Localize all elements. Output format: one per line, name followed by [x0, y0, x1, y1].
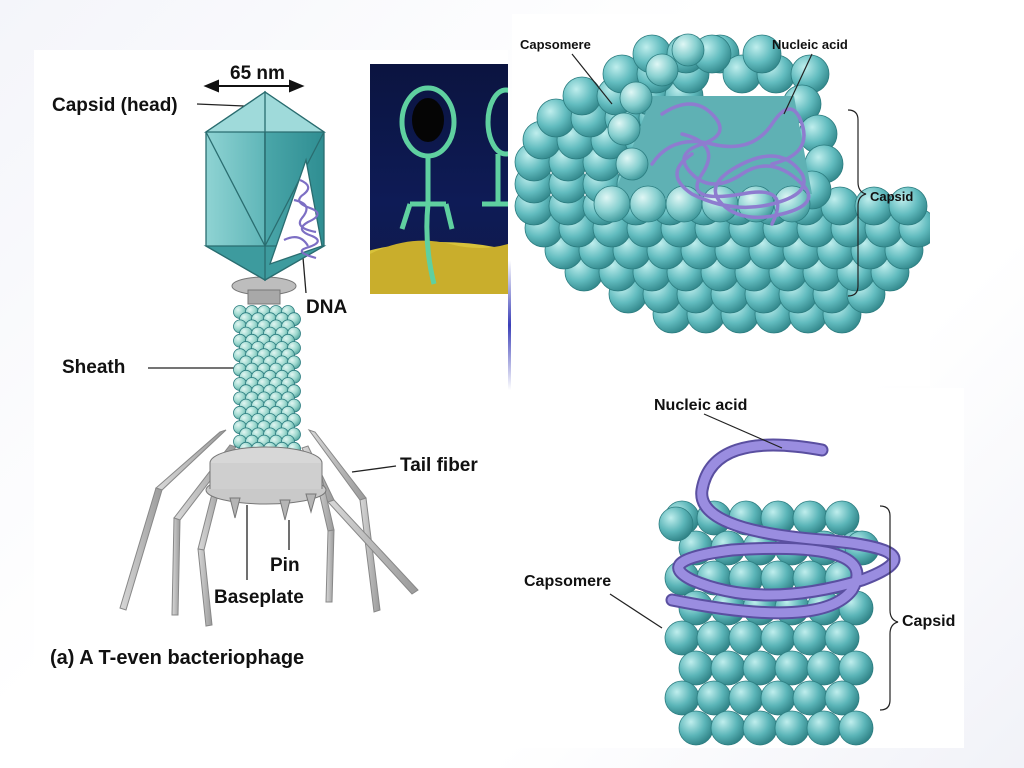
dimension-arrow — [203, 79, 305, 93]
polyhedral-nucleic-acid — [650, 102, 811, 226]
capsomere-label-top: Capsomere — [520, 37, 591, 52]
capsomere-sphere — [728, 680, 764, 716]
capsid-head — [203, 90, 327, 282]
capsomere-sphere — [664, 620, 700, 656]
capsomere-sphere — [806, 650, 842, 686]
slide-divider — [508, 260, 511, 390]
baseplate-pins — [229, 493, 317, 521]
capsomere-sphere — [888, 186, 928, 226]
polyhedral-capsid-illustration — [514, 33, 930, 334]
capsomere-sphere — [792, 620, 828, 656]
micrograph-image — [370, 64, 508, 294]
capsomere-sphere — [710, 650, 746, 686]
dna-strand — [283, 178, 319, 260]
capsomere-sphere — [742, 650, 778, 686]
dna-label: DNA — [306, 297, 348, 318]
capsomere-sphere — [696, 620, 732, 656]
capsomere-sphere — [824, 500, 860, 536]
capsomere-sphere — [696, 680, 732, 716]
dimension-label: 65 nm — [230, 63, 285, 84]
capsomere-sphere — [678, 650, 714, 686]
capsid-bracket-top — [847, 109, 867, 297]
capsomere-sphere — [824, 680, 860, 716]
capsomere-sphere — [838, 710, 874, 746]
pin-label: Pin — [270, 555, 300, 576]
capsid-label-top: Capsid — [870, 189, 914, 204]
nucleic-acid-label-top: Nucleic acid — [772, 37, 848, 52]
nucleic-acid-leader-bottom — [703, 413, 783, 449]
capsomere-sphere — [838, 650, 874, 686]
tail-fiber-label: Tail fiber — [400, 455, 478, 476]
capsomere-sphere — [658, 506, 694, 542]
figure-caption: (a) A T-even bacteriophage — [50, 648, 304, 668]
phage-illustration — [119, 79, 419, 627]
capsomere-leader-bottom — [609, 593, 663, 629]
nucleic-acid-leader-top — [783, 53, 813, 115]
sheath-label: Sheath — [62, 357, 126, 378]
capsomere-sphere — [760, 680, 796, 716]
capsomere-sphere — [806, 710, 842, 746]
capsomere-sphere — [760, 620, 796, 656]
capsomere-sphere — [615, 147, 649, 181]
caption-letter: (a) — [50, 647, 75, 669]
capsomere-sphere — [664, 680, 700, 716]
capsomere-sphere — [774, 650, 810, 686]
phage-panel: 65 nm Capsid (head) DNA Sheath Tail fibe… — [34, 50, 508, 686]
capsomere-sphere — [742, 34, 782, 74]
helical-virus-panel: Nucleic acid Capsomere Capsid — [512, 388, 964, 748]
capsomere-sphere — [742, 710, 778, 746]
baseplate — [205, 446, 327, 505]
baseplate-label: Baseplate — [214, 587, 304, 608]
capsid-interior — [612, 96, 812, 200]
capsomere-sphere — [645, 53, 679, 87]
capsomere-sphere — [728, 620, 764, 656]
helical-nucleic-acid — [665, 438, 901, 620]
capsomere-sphere — [607, 112, 641, 146]
capsid-head-label: Capsid (head) — [52, 95, 178, 116]
capsomere-sphere — [593, 185, 631, 223]
capsomere-leader-top — [571, 53, 613, 105]
capsomere-sphere — [678, 710, 714, 746]
capsomere-sphere — [824, 620, 860, 656]
capsomere-sphere — [629, 185, 667, 223]
tail-fiber-leader — [351, 465, 397, 473]
capsomere-sphere — [671, 33, 705, 67]
capsomere-sphere — [710, 710, 746, 746]
capsid-label-bottom: Capsid — [902, 613, 956, 630]
caption-text: A T-even bacteriophage — [79, 647, 305, 669]
polyhedral-virus-panel: Capsomere Nucleic acid Capsid — [512, 14, 930, 386]
capsid-bracket-bottom — [879, 505, 899, 711]
capsomere-sphere — [774, 710, 810, 746]
helical-capsid-illustration — [609, 413, 901, 746]
capsomere-label-bottom: Capsomere — [524, 573, 612, 590]
capsomere-sphere — [619, 81, 653, 115]
capsid-leader — [196, 103, 245, 107]
nucleic-acid-label-bottom: Nucleic acid — [654, 397, 748, 414]
capsomere-sphere — [792, 500, 828, 536]
capsomere-sphere — [792, 680, 828, 716]
